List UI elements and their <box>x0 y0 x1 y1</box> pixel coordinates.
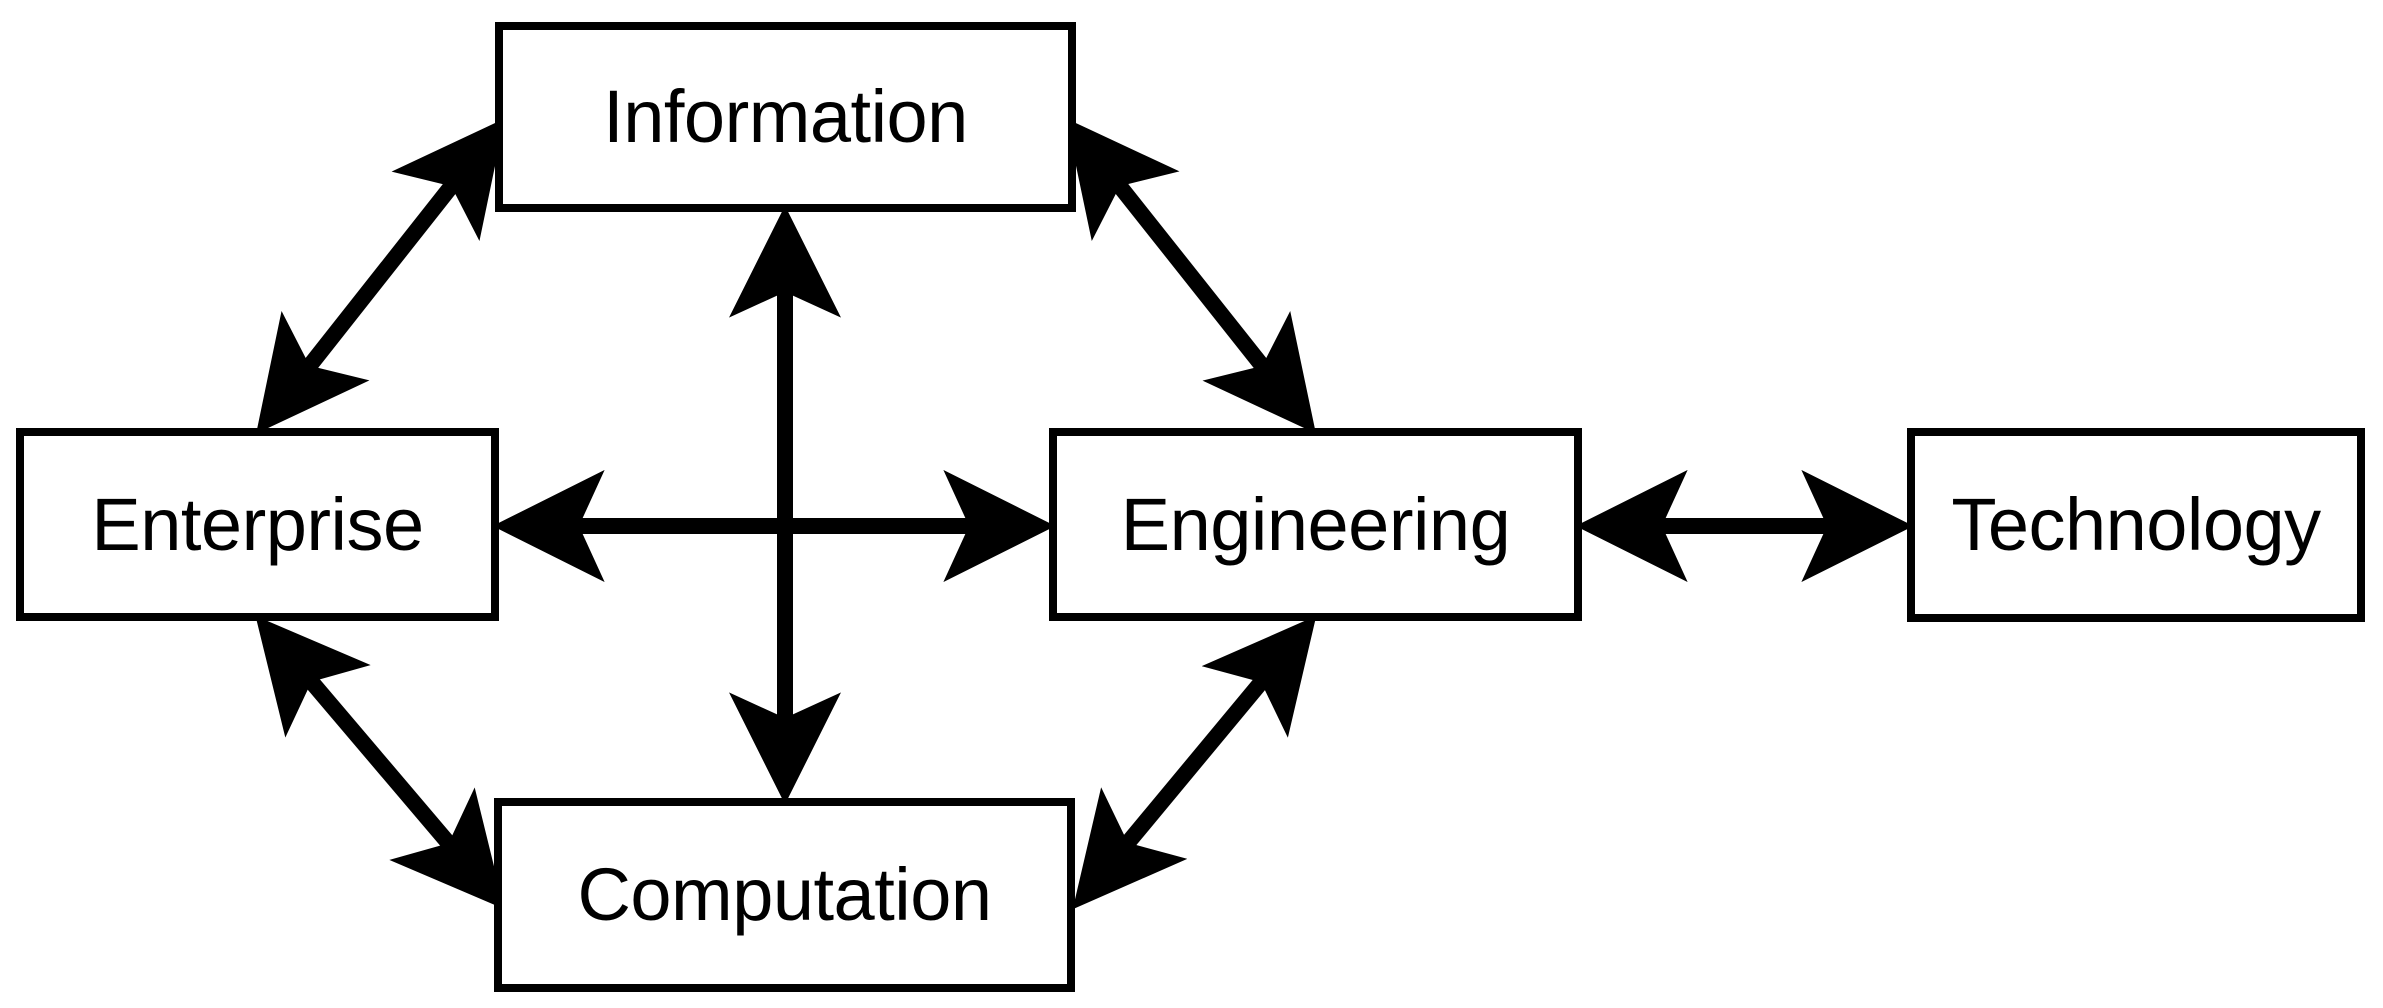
node-enterprise[interactable]: Enterprise <box>16 428 499 621</box>
node-information[interactable]: Information <box>495 22 1076 212</box>
edge-enterprise-information <box>256 118 505 434</box>
node-engineering[interactable]: Engineering <box>1049 428 1582 621</box>
edge-computation-engineering <box>1072 615 1317 910</box>
node-computation[interactable]: Computation <box>494 798 1075 992</box>
node-label-enterprise: Enterprise <box>91 482 424 566</box>
node-label-technology: Technology <box>1951 483 2321 566</box>
node-technology[interactable]: Technology <box>1907 428 2365 622</box>
edge-enterprise-computation <box>255 615 505 910</box>
node-label-computation: Computation <box>577 853 992 936</box>
node-label-information: Information <box>603 75 968 158</box>
node-label-engineering: Engineering <box>1120 482 1511 566</box>
edge-information-engineering <box>1066 118 1316 434</box>
